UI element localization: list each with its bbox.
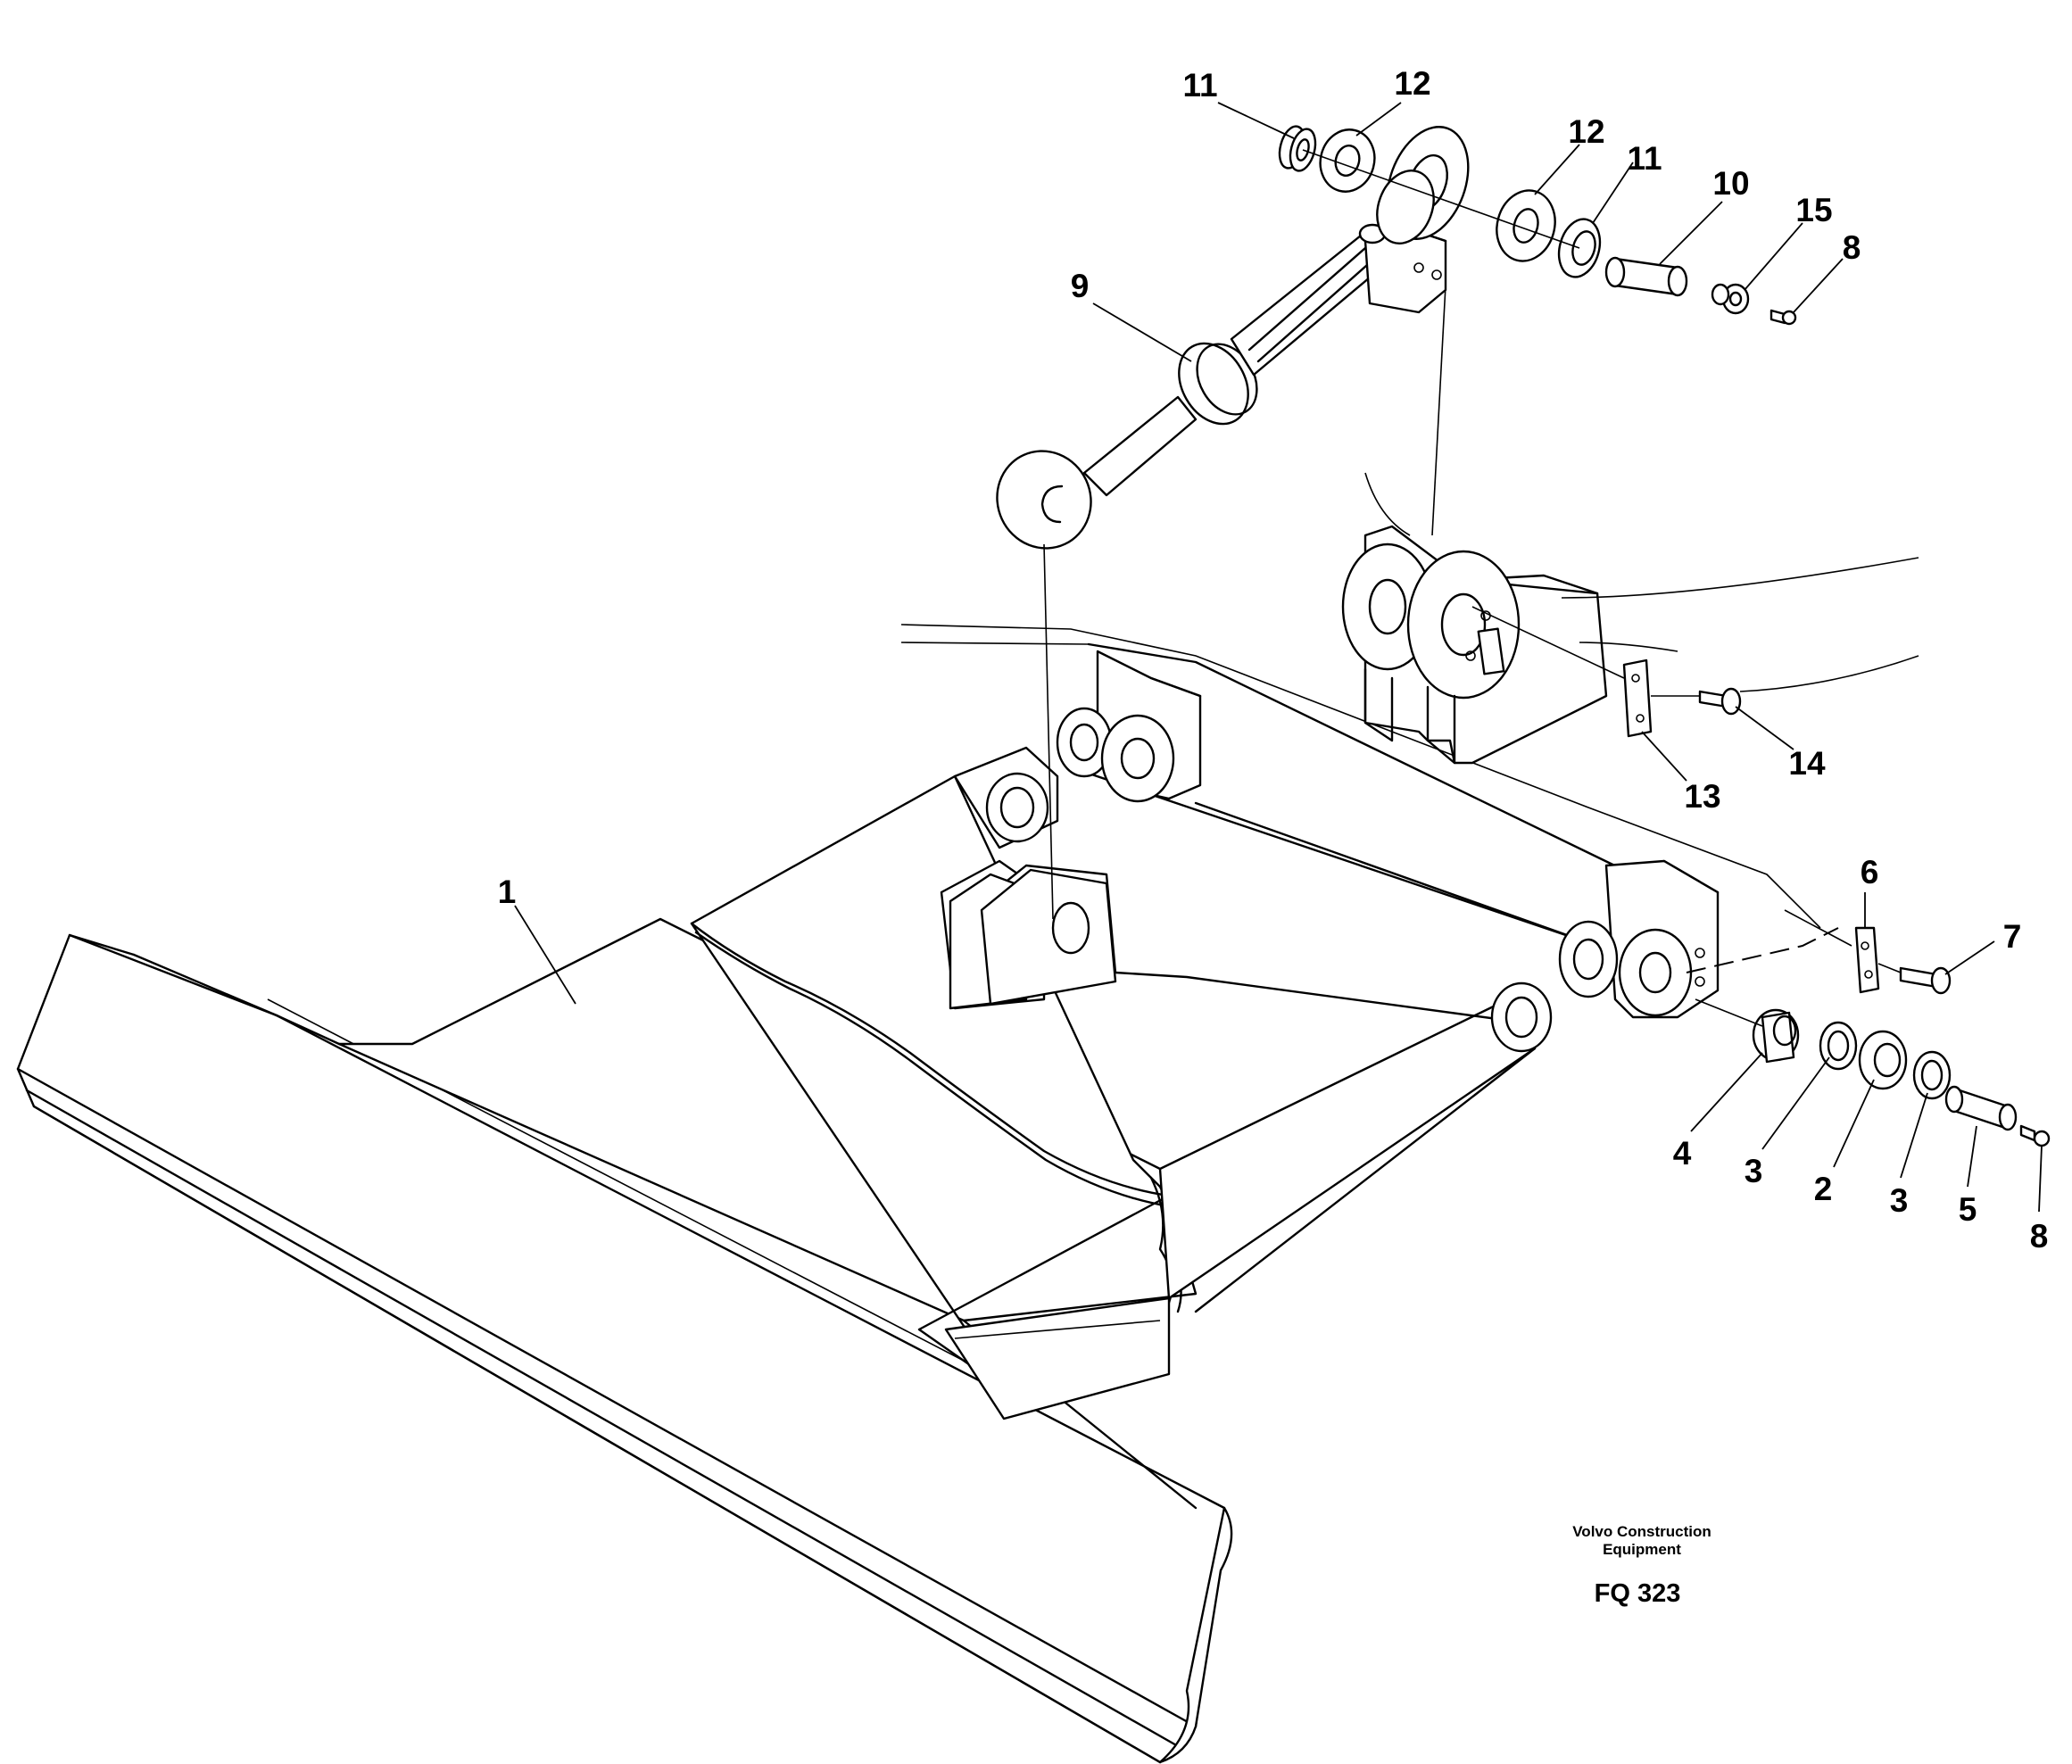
callout-5: 5 (1959, 1191, 1977, 1228)
figure-caption: Volvo Construction Equipment FQ 323 (1572, 1523, 1711, 1608)
main-frame (900, 624, 1821, 1019)
leader-9 (1092, 302, 1192, 362)
callout-2: 2 (1814, 1171, 1833, 1207)
callout-10: 10 (1712, 165, 1749, 202)
callout-8b: 8 (2030, 1218, 2049, 1255)
leader-10 (1659, 201, 1723, 265)
leader-4 (1690, 1052, 1763, 1132)
figure-code: FQ 323 (1595, 1579, 1681, 1608)
upper-pin-hardware (1278, 125, 1797, 326)
leader-8b (2038, 1145, 2043, 1213)
brand-line-1: Volvo Construction (1572, 1523, 1711, 1540)
leader-3b (1900, 1092, 1928, 1179)
leader-lines (514, 102, 2043, 1213)
callout-3a: 3 (1745, 1153, 1763, 1189)
callout-13: 13 (1684, 778, 1720, 815)
leader-7 (1944, 940, 1995, 975)
leader-11a (1217, 102, 1295, 139)
callout-9: 9 (1071, 268, 1090, 304)
leader-3a (1761, 1056, 1830, 1150)
leader-8a (1793, 258, 1844, 313)
leader-12a (1355, 102, 1402, 137)
leader-11b (1592, 161, 1634, 224)
hydraulic-cylinder (996, 126, 1470, 550)
callout-12a: 12 (1394, 65, 1430, 102)
mounting-bracket (1341, 472, 1919, 765)
callout-8a: 8 (1843, 229, 1861, 266)
callout-14: 14 (1788, 745, 1826, 782)
callout-1: 1 (498, 874, 517, 910)
callout-4: 4 (1673, 1135, 1692, 1172)
leader-1 (514, 905, 576, 1005)
callout-11a: 11 (1182, 67, 1217, 104)
brand-line-2: Equipment (1603, 1541, 1681, 1558)
callout-3b: 3 (1890, 1182, 1909, 1219)
callout-11b: 11 (1627, 140, 1662, 177)
callout-6: 6 (1861, 854, 1879, 890)
leader-12b (1534, 144, 1580, 195)
callout-12b: 12 (1568, 113, 1604, 150)
callout-7: 7 (2003, 918, 2022, 955)
leader-13 (1641, 731, 1687, 782)
leader-5 (1967, 1125, 1977, 1188)
leader-2 (1833, 1079, 1875, 1168)
callout-15: 15 (1795, 192, 1832, 228)
callout-labels: 1 2 3 3 4 5 6 7 8 8 9 10 11 11 12 12 13 … (498, 65, 2049, 1255)
leader-14 (1735, 706, 1794, 750)
leader-15 (1744, 222, 1803, 291)
